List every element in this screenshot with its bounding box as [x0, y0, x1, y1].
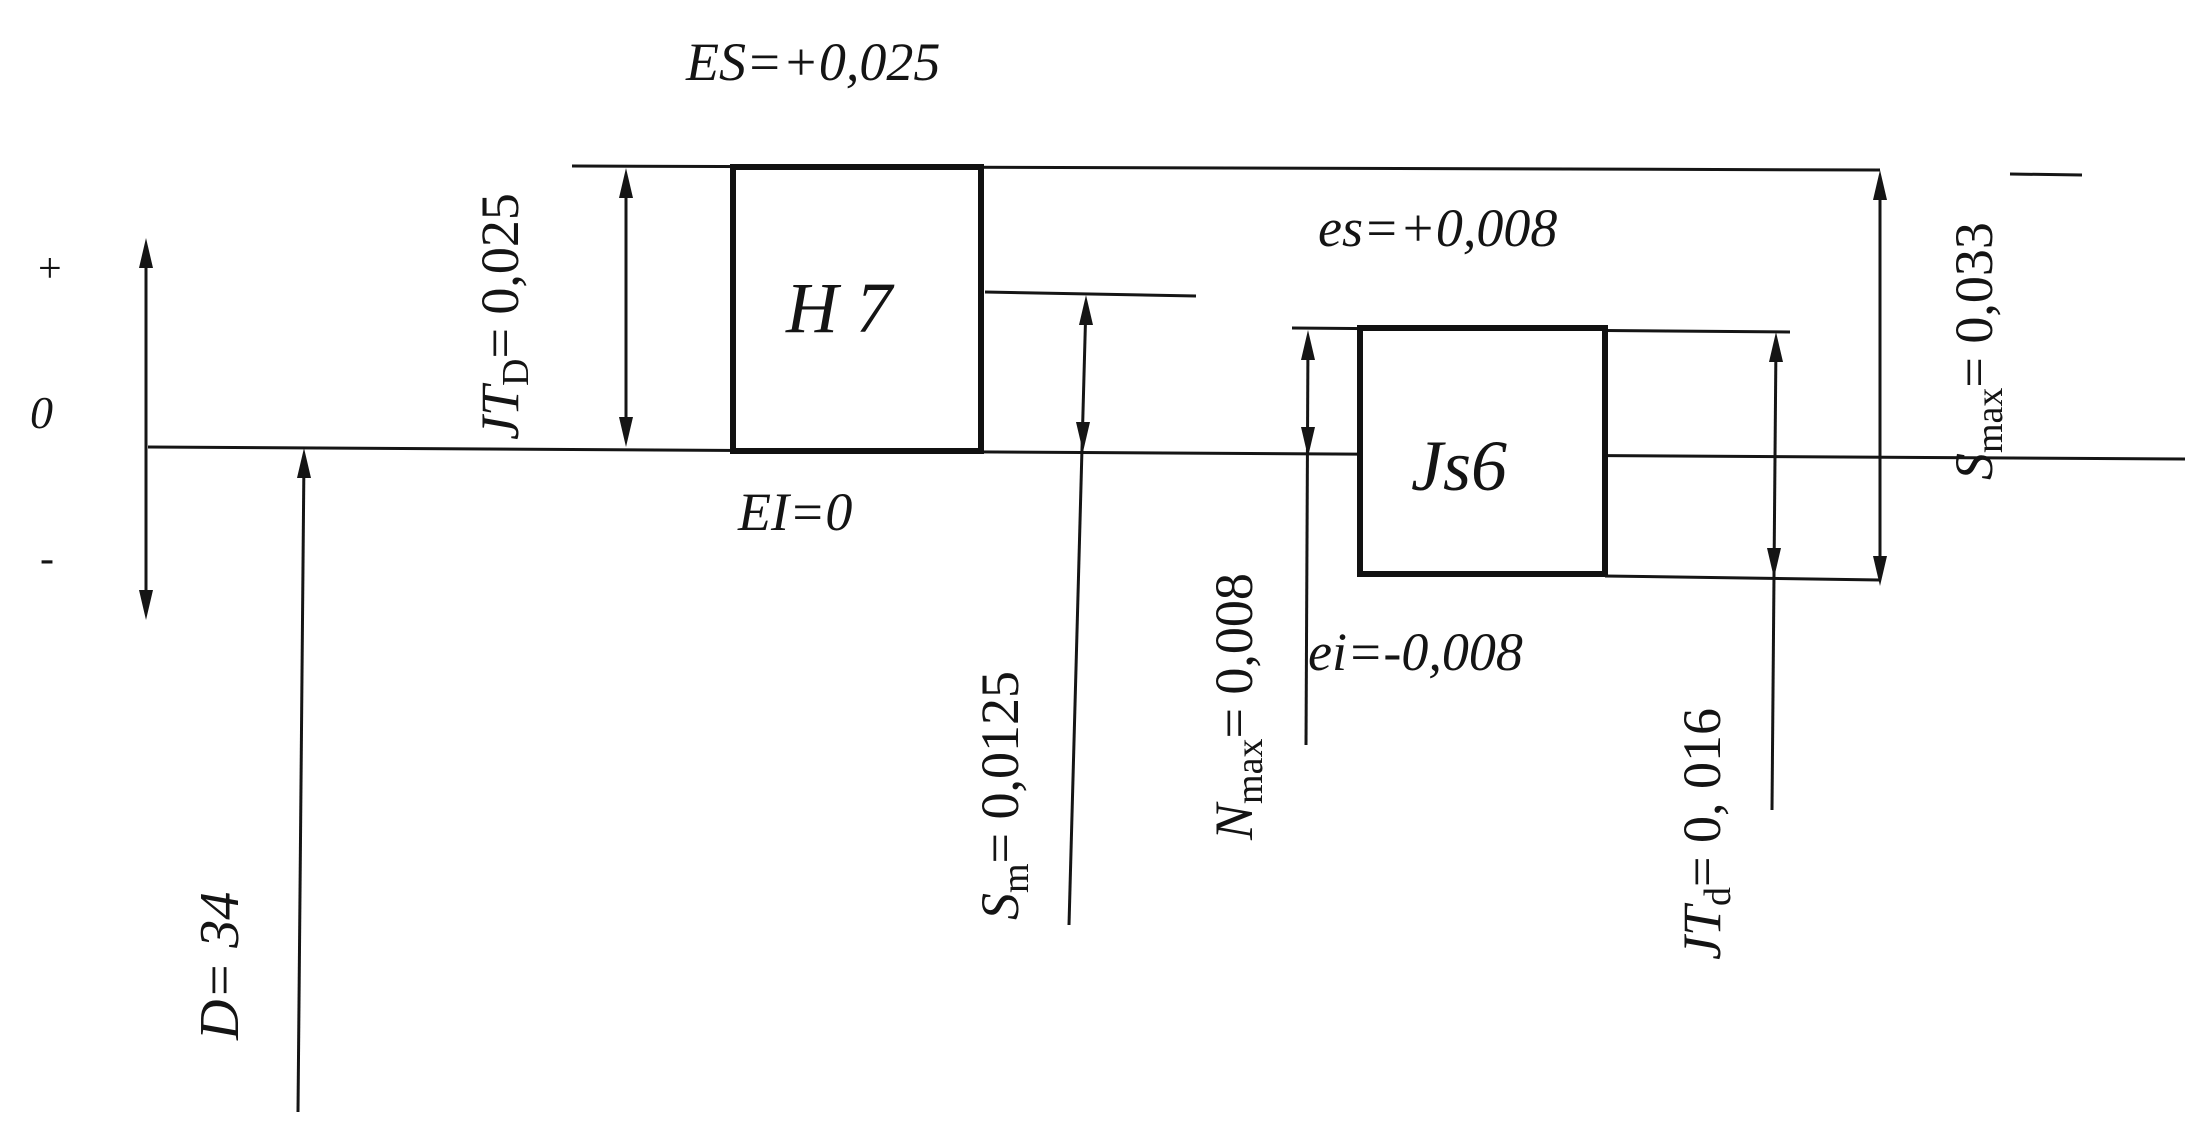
jtd-arrow-up	[619, 168, 633, 198]
nmax-label: Nmax= 0,008	[1204, 573, 1271, 841]
es-extension-tail	[2009, 172, 2083, 177]
hole-tolerance-zone	[730, 164, 984, 454]
nmax-dimension-line	[1304, 337, 1310, 746]
jtd-label: JTD= 0,025	[470, 193, 537, 440]
jt-shaft-label: JTd= 0, 016	[1672, 708, 1739, 960]
shaft-lower-deviation: ei=-0,008	[1308, 622, 1523, 682]
smax-arrow-down	[1873, 556, 1887, 586]
jt-shaft-arrow-up	[1769, 332, 1783, 362]
sign-axis-arrow-up	[139, 238, 153, 268]
sign-zero: 0	[30, 387, 53, 438]
shaft-upper-deviation: es=+0,008	[1318, 198, 1557, 258]
sm-dimension-line	[1067, 301, 1088, 926]
sign-axis-arrow-down	[139, 590, 153, 620]
nominal-size-label: D= 34	[189, 892, 251, 1041]
sign-plus: +	[38, 246, 62, 292]
jt-shaft-arrow-down	[1767, 548, 1781, 578]
sign-minus: -	[40, 536, 54, 582]
jtd-arrow-down	[619, 417, 633, 447]
hole-grade-label: H 7	[785, 268, 895, 348]
shaft-ei-extension-line	[1604, 574, 1881, 582]
shaft-grade-label: Js6	[1411, 426, 1507, 506]
smax-label: Smax= 0,033	[1944, 222, 2011, 480]
sm-arrow-down	[1076, 422, 1090, 452]
shaft-tolerance-zone	[1357, 325, 1608, 577]
hole-upper-deviation: ES=+0,025	[685, 32, 940, 92]
mean-level-line	[984, 290, 1197, 298]
nominal-size-line	[296, 455, 306, 1113]
zero-line	[147, 445, 2186, 461]
nominal-size-arrow	[297, 448, 311, 478]
sm-arrow-up	[1079, 295, 1093, 325]
smax-arrow-up	[1873, 170, 1887, 200]
sm-label: Sm= 0,0125	[970, 671, 1037, 920]
hole-lower-deviation: EI=0	[737, 482, 852, 542]
nmax-arrow-up	[1301, 330, 1315, 360]
